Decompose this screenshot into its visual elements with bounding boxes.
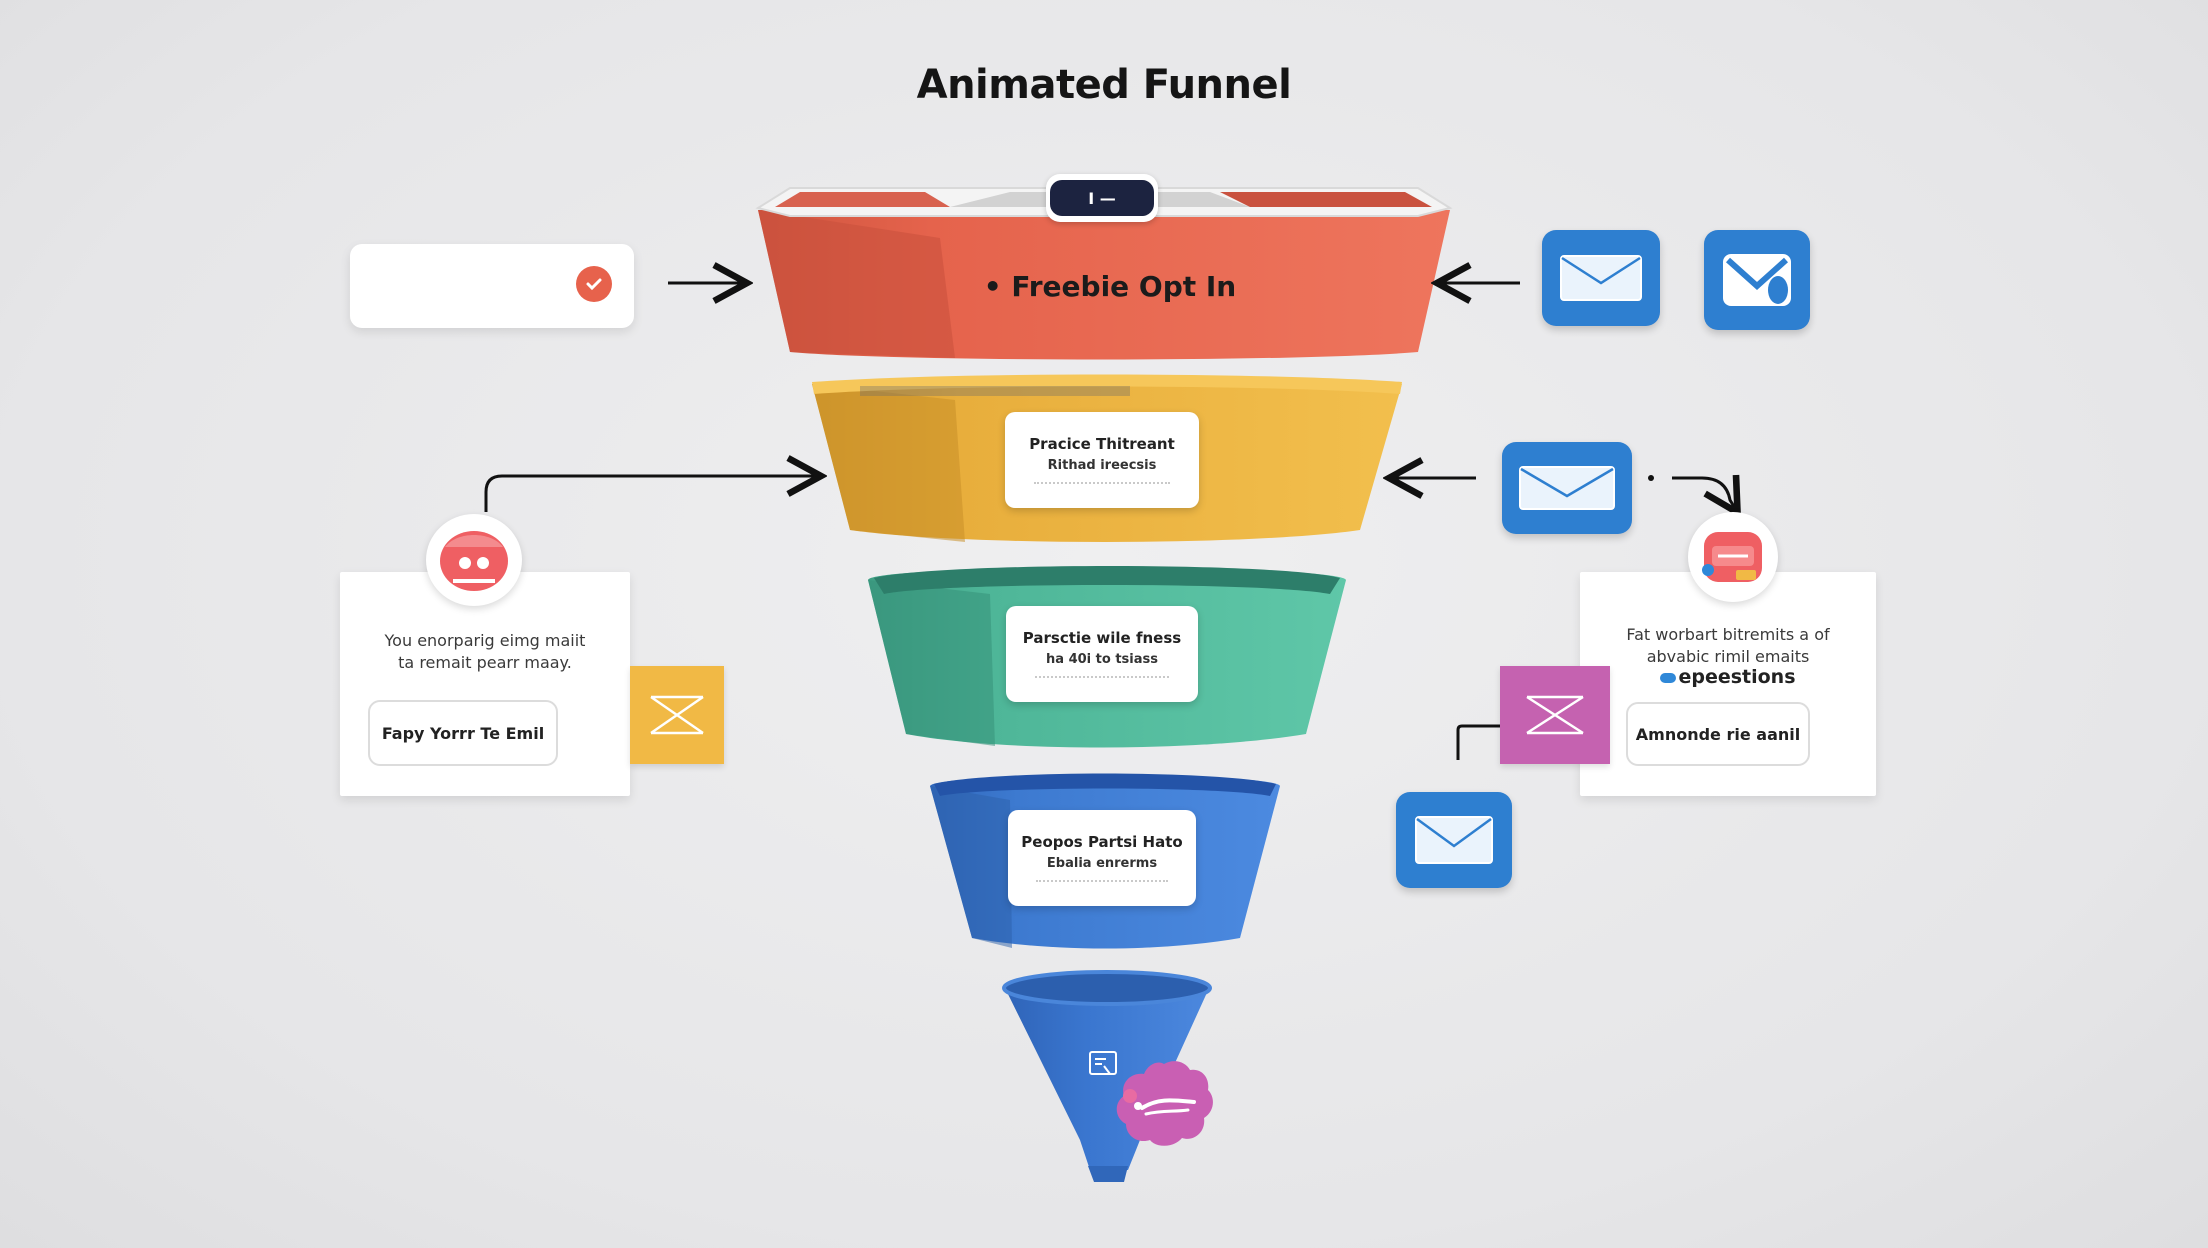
page-title: Animated Funnel <box>916 62 1292 108</box>
envelope-icon-middle[interactable] <box>1502 442 1632 534</box>
chat-bubble-icon[interactable] <box>1112 1056 1216 1152</box>
funnel-stage-5 <box>1002 970 1212 1182</box>
connector-right-sticky <box>1456 724 1500 760</box>
mail-app-icon[interactable] <box>1704 230 1810 330</box>
right-info-panel: Fat worbart bitremits a of abvabic rimil… <box>1580 572 1876 796</box>
top-pill-inner: I — <box>1050 180 1154 216</box>
envelope-icon-bottom[interactable] <box>1396 792 1512 888</box>
left-info-panel: You enorparig eimg maiit ta remait pearr… <box>340 572 630 796</box>
sticky-note-magenta[interactable] <box>1500 666 1610 764</box>
stage-4-subtitle: Ebalia enrerms <box>1046 855 1158 871</box>
stage-2-title: Pracice Thitreant <box>1029 434 1175 453</box>
arrow-right-curve-to-bot <box>1672 478 1736 510</box>
bot-icon <box>1688 512 1778 602</box>
funnel-doc-icon <box>1088 1050 1118 1080</box>
stage-3-card: Parsctie wile fness ha 40i to tsiass <box>1006 606 1198 702</box>
right-panel-highlight-text: epeestions <box>1678 666 1796 688</box>
right-panel-text-2: abvabic rimil emaits <box>1646 647 1810 666</box>
stage-3-subtitle: ha 40i to tsiass <box>1046 651 1158 667</box>
optin-input-card[interactable] <box>350 244 634 328</box>
stage-2-card: Pracice Thitreant Rithad ireecsis <box>1005 412 1199 508</box>
toggle-dot-icon <box>1660 673 1677 683</box>
funnel-stage-1 <box>755 187 1453 360</box>
stage-1-label: • Freebie Opt In <box>983 270 1237 303</box>
sticky-note-yellow[interactable] <box>630 666 724 764</box>
stage-4-card: Peopos Partsi Hato Ebalia enrerms <box>1008 810 1196 906</box>
top-pill: I — <box>1046 174 1158 222</box>
right-panel-highlight: epeestions <box>1580 666 1876 688</box>
check-icon <box>576 266 612 302</box>
right-panel-text-1: Fat worbart bitremits a of <box>1626 625 1830 644</box>
arrow-left-avatar-to-stage-2 <box>484 476 818 512</box>
stage-2-subtitle: Rithad ireecsis <box>1047 457 1157 473</box>
envelope-icon-top[interactable] <box>1542 230 1660 326</box>
avatar-icon <box>426 514 522 606</box>
right-panel-button[interactable]: Amnonde rie aanil <box>1626 702 1810 766</box>
left-panel-button[interactable]: Fapy Yorrr Te Emil <box>368 700 558 766</box>
stage-3-title: Parsctie wile fness <box>1022 628 1182 647</box>
left-panel-text-1: You enorparig eimg maiit <box>384 631 586 650</box>
left-panel-text-2: ta remait pearr maay. <box>398 653 572 672</box>
stage-4-title: Peopos Partsi Hato <box>1021 832 1183 851</box>
